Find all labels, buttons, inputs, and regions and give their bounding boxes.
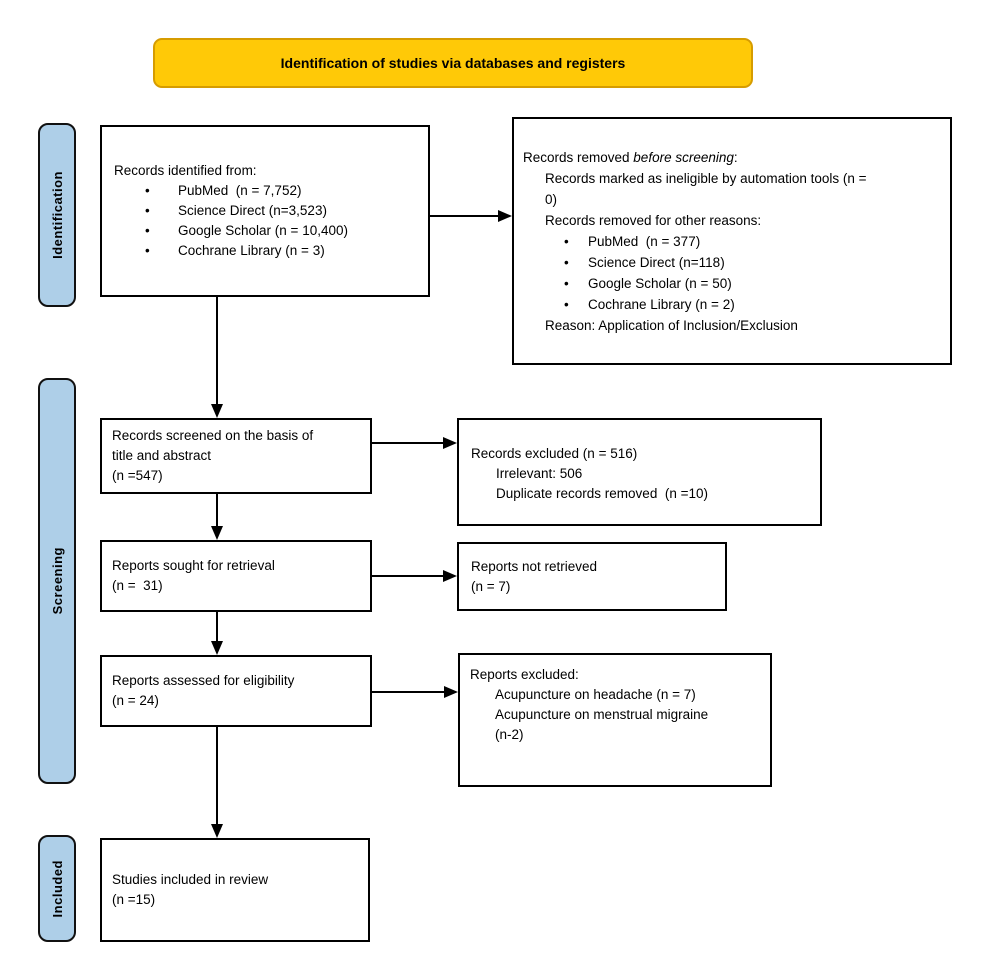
records-identified-title: Records identified from: xyxy=(114,163,257,178)
reports-excluded-migraine-count: (n-2) xyxy=(495,727,524,742)
banner-title: Identification of studies via databases … xyxy=(153,38,753,88)
arrow-identified-to-removed xyxy=(430,215,500,217)
records-removed-title: Records removed before screening: xyxy=(523,149,738,165)
box-records-removed: Records removed before screening: Record… xyxy=(512,117,952,365)
bullet-icon: • xyxy=(564,254,569,270)
reports-not-retrieved-count: (n = 7) xyxy=(471,578,511,594)
banner-title-text: Identification of studies via databases … xyxy=(280,55,626,71)
arrow-assessed-to-reports-excluded xyxy=(372,691,446,693)
arrow-assessed-to-included xyxy=(216,727,218,825)
records-identified-item-sciencedirect: • Science Direct (n=3,523) xyxy=(114,201,422,221)
bullet-icon: • xyxy=(564,296,569,312)
reports-excluded-headache: Acupuncture on headache (n = 7) xyxy=(495,687,696,702)
box-studies-included: Studies included in review (n =15) xyxy=(100,838,370,942)
arrowhead-right-icon xyxy=(444,686,458,698)
bullet-icon: • xyxy=(564,275,569,291)
stage-label-included-text: Included xyxy=(49,859,65,918)
records-screened-count: (n =547) xyxy=(112,468,163,483)
box-records-identified: Records identified from: • PubMed (n = 7… xyxy=(100,125,430,297)
records-excluded-irrelevant: Irrelevant: 506 xyxy=(496,466,583,481)
stage-label-screening-text: Screening xyxy=(49,547,65,615)
records-removed-item-sciencedirect: • Science Direct (n=118) xyxy=(523,252,944,273)
records-removed-automation-line1: Records marked as ineligible by automati… xyxy=(545,170,867,186)
records-removed-reason: Reason: Application of Inclusion/Exclusi… xyxy=(545,317,798,333)
arrow-screened-to-sought xyxy=(216,494,218,527)
box-reports-sought: Reports sought for retrieval (n = 31) xyxy=(100,540,372,612)
arrowhead-right-icon xyxy=(498,210,512,222)
bullet-icon: • xyxy=(145,183,150,198)
records-excluded-title: Records excluded (n = 516) xyxy=(471,446,638,461)
arrowhead-right-icon xyxy=(443,437,457,449)
arrowhead-down-icon xyxy=(211,526,223,540)
stage-label-identification-text: Identification xyxy=(49,171,65,259)
bullet-icon: • xyxy=(145,223,150,238)
stage-label-included: Included xyxy=(38,835,76,942)
box-reports-excluded: Reports excluded: Acupuncture on headach… xyxy=(458,653,772,787)
bullet-icon: • xyxy=(145,203,150,218)
reports-sought-count: (n = 31) xyxy=(112,578,163,593)
records-identified-item-cochrane: • Cochrane Library (n = 3) xyxy=(114,241,422,261)
records-removed-item-cochrane: • Cochrane Library (n = 2) xyxy=(523,294,944,315)
bullet-icon: • xyxy=(564,233,569,249)
arrow-screened-to-excluded xyxy=(372,442,445,444)
arrowhead-down-icon xyxy=(211,641,223,655)
arrowhead-down-icon xyxy=(211,404,223,418)
arrow-identified-to-screened xyxy=(216,297,218,405)
records-removed-item-pubmed: • PubMed (n = 377) xyxy=(523,231,944,252)
reports-excluded-migraine: Acupuncture on menstrual migraine xyxy=(495,707,709,722)
records-excluded-duplicates: Duplicate records removed (n =10) xyxy=(496,486,708,501)
stage-label-screening: Screening xyxy=(38,378,76,784)
box-reports-assessed: Reports assessed for eligibility (n = 24… xyxy=(100,655,372,727)
arrowhead-right-icon xyxy=(443,570,457,582)
box-records-excluded: Records excluded (n = 516) Irrelevant: 5… xyxy=(457,418,822,526)
reports-excluded-title: Reports excluded: xyxy=(470,667,579,682)
bullet-icon: • xyxy=(145,243,150,258)
records-removed-item-googlescholar: • Google Scholar (n = 50) xyxy=(523,273,944,294)
studies-included-count: (n =15) xyxy=(112,892,156,907)
records-removed-other-reasons: Records removed for other reasons: xyxy=(545,212,762,228)
stage-label-identification: Identification xyxy=(38,123,76,307)
box-records-screened: Records screened on the basis of title a… xyxy=(100,418,372,494)
arrow-sought-to-assessed xyxy=(216,612,218,642)
arrowhead-down-icon xyxy=(211,824,223,838)
box-reports-not-retrieved: Reports not retrieved (n = 7) xyxy=(457,542,727,611)
records-identified-item-googlescholar: • Google Scholar (n = 10,400) xyxy=(114,221,422,241)
reports-assessed-count: (n = 24) xyxy=(112,693,159,708)
records-removed-automation-line2: 0) xyxy=(545,191,558,207)
arrow-sought-to-not-retrieved xyxy=(372,575,445,577)
records-identified-item-pubmed: • PubMed (n = 7,752) xyxy=(114,181,422,201)
